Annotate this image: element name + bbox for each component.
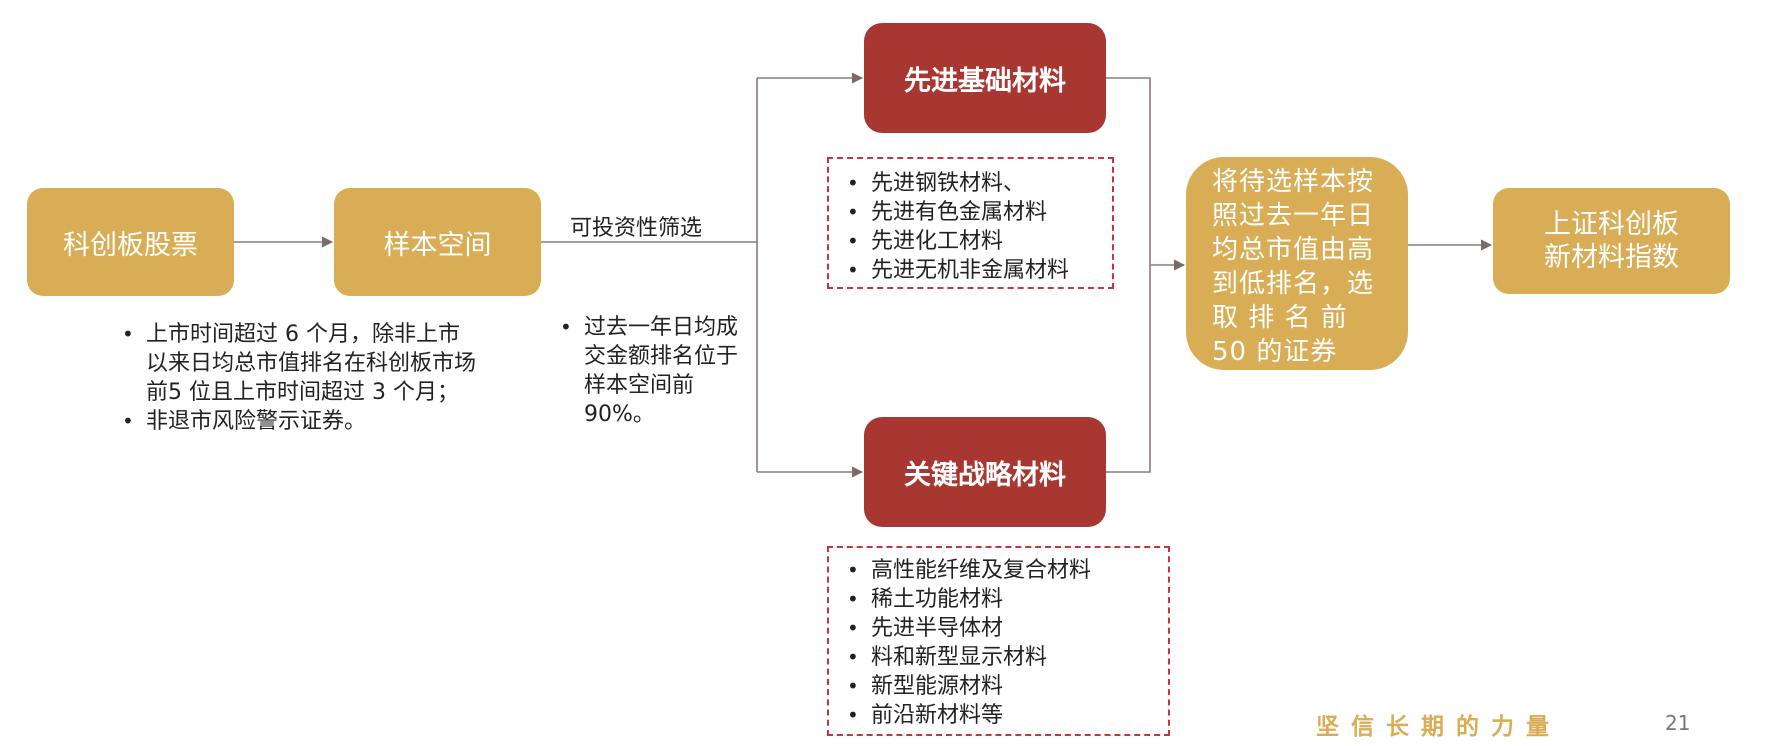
- merge-from-basic: [1106, 77, 1151, 473]
- node-index-label-line2: 新材料指数: [1544, 242, 1679, 273]
- list-item: 高性能纤维及复合材料: [847, 556, 1168, 585]
- node-basic-materials-label: 先进基础材料: [904, 65, 1066, 97]
- node-index-label-line1: 上证科创板: [1544, 209, 1679, 240]
- list-item: 前沿新材料等: [847, 701, 1168, 730]
- node-ranking-rule: 将待选样本按照过去一年日均总市值由高到低排名，选取 排 名 前 50 的证券: [1186, 157, 1408, 370]
- list-item: 上市时间超过 6 个月，除非上市以来日均总市值排名在科创板市场前5 位且上市时间…: [122, 320, 476, 407]
- list-item: 非退市风险警示证券。: [122, 407, 476, 436]
- edge-label-filter: 可投资性筛选: [570, 216, 703, 241]
- list-item: 先进钢铁材料、: [847, 169, 1112, 198]
- footer-slogan: 坚信长期的力量: [1316, 714, 1561, 740]
- list-item: 稀土功能材料: [847, 585, 1168, 614]
- node-key-materials: 关键战略材料: [864, 417, 1106, 527]
- list-item: 先进无机非金属材料: [847, 256, 1112, 285]
- key-materials-detail: 高性能纤维及复合材料 稀土功能材料 先进半导体材 料和新型显示材料 新型能源材料…: [827, 546, 1170, 736]
- list-item: 先进化工材料: [847, 227, 1112, 256]
- key-materials-list: 高性能纤维及复合材料 稀土功能材料 先进半导体材 料和新型显示材料 新型能源材料…: [829, 556, 1168, 730]
- node-basic-materials: 先进基础材料: [864, 23, 1106, 133]
- page-number: 21: [1665, 711, 1691, 735]
- list-item: 过去一年日均成交金额排名位于样本空间前90%。: [560, 313, 754, 429]
- list-item: 新型能源材料: [847, 672, 1168, 701]
- node-stock-label: 科创板股票: [63, 229, 198, 261]
- node-stock: 科创板股票: [27, 188, 234, 296]
- basic-materials-detail: 先进钢铁材料、 先进有色金属材料 先进化工材料 先进无机非金属材料: [827, 157, 1114, 289]
- listing-criteria-list: 上市时间超过 6 个月，除非上市以来日均总市值排名在科创板市场前5 位且上市时间…: [118, 320, 476, 436]
- list-item: 先进半导体材: [847, 614, 1168, 643]
- list-item: 先进有色金属材料: [847, 198, 1112, 227]
- liquidity-criteria-list: 过去一年日均成交金额排名位于样本空间前90%。: [556, 313, 754, 429]
- node-key-materials-label: 关键战略材料: [904, 459, 1066, 491]
- node-index: 上证科创板 新材料指数: [1493, 188, 1730, 294]
- node-sample-space: 样本空间: [334, 188, 541, 296]
- node-sample-space-label: 样本空间: [383, 229, 492, 261]
- list-item: 料和新型显示材料: [847, 643, 1168, 672]
- basic-materials-list: 先进钢铁材料、 先进有色金属材料 先进化工材料 先进无机非金属材料: [829, 169, 1112, 285]
- node-ranking-rule-label: 将待选样本按照过去一年日均总市值由高到低排名，选取 排 名 前 50 的证券: [1212, 167, 1375, 367]
